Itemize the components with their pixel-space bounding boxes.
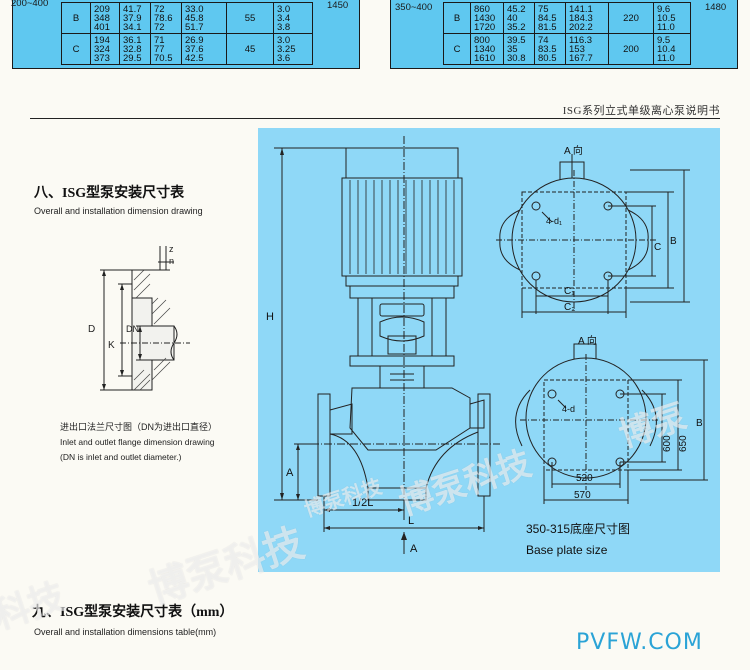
flange-note-cn: 进出口法兰尺寸图（DN为进出口直径） — [60, 422, 217, 432]
dim-label-a: A — [286, 467, 294, 479]
installation-drawing-panel — [258, 128, 720, 572]
dim-c1: C₁ — [564, 286, 575, 297]
speed-label: 1450 — [327, 0, 349, 11]
dim-label-half-l: 1/2L — [352, 497, 373, 509]
range-label: 200~400 — [11, 0, 49, 9]
base-plate-view: A 向 4-d 600 650 B 520 570 — [515, 334, 708, 504]
flange-label-dn: DN — [126, 324, 139, 334]
flange-label-z: z — [169, 244, 174, 254]
section8-title: 八、ISG型泵安装尺寸表 — [34, 186, 185, 201]
flange-label-d: D — [88, 324, 95, 335]
dim-b-bottom: B — [696, 418, 703, 429]
top-plan-view: A 向 4-d₁ C₁ C₂ C B — [496, 144, 690, 318]
dim-520: 520 — [576, 473, 593, 484]
view-a-top-label: A 向 — [564, 144, 583, 157]
dim-c: C — [654, 242, 661, 253]
flange-note: 进出口法兰尺寸图（DN为进出口直径） Inlet and outlet flan… — [60, 420, 217, 465]
flange-note-en2: (DN is inlet and outlet diameter.) — [60, 452, 182, 462]
section8-subtitle: Overall and installation dimension drawi… — [34, 206, 203, 216]
flange-note-en1: Inlet and outlet flange dimension drawin… — [60, 437, 215, 447]
dim-label-l: L — [408, 515, 414, 527]
pump-elevation-drawing: H A 1/2L L A — [266, 136, 500, 555]
manual-header-title: ISG系列立式单级离心泵说明书 — [562, 105, 720, 117]
view-a-bottom-label: A 向 — [578, 334, 597, 347]
header-rule — [30, 118, 720, 119]
range-label: 350~400 — [395, 2, 433, 13]
holes-bottom-label: 4-d — [562, 404, 575, 414]
dim-650: 650 — [678, 435, 689, 452]
flange-label-k: K — [108, 340, 115, 351]
section9-title: 九、ISG型泵安装尺寸表（mm） — [32, 605, 234, 620]
holes-top-label: 4-d₁ — [546, 216, 562, 226]
speed-label: 1480 — [705, 2, 727, 13]
group-label: C — [61, 33, 91, 65]
dim-b-top: B — [670, 236, 677, 247]
flange-label-n: n — [169, 256, 174, 266]
base-plate-caption: 350-315底座尺寸图 Base plate size — [526, 520, 630, 557]
base-plate-caption-cn: 350-315底座尺寸图 — [526, 522, 631, 536]
site-brand-logo: PVFW.COM — [576, 630, 703, 655]
base-plate-caption-en: Base plate size — [526, 543, 608, 557]
dim-c2: C₂ — [564, 302, 575, 313]
dim-label-h: H — [266, 311, 274, 323]
flange-drawing: z n D K DN — [88, 244, 190, 391]
dim-570: 570 — [574, 490, 591, 501]
watermark-text: 博泵科技 — [143, 520, 310, 614]
dim-600: 600 — [662, 435, 673, 452]
view-arrow-a: A — [410, 543, 418, 555]
group-label: B — [61, 2, 91, 34]
section9-subtitle: Overall and installation dimensions tabl… — [34, 627, 217, 637]
